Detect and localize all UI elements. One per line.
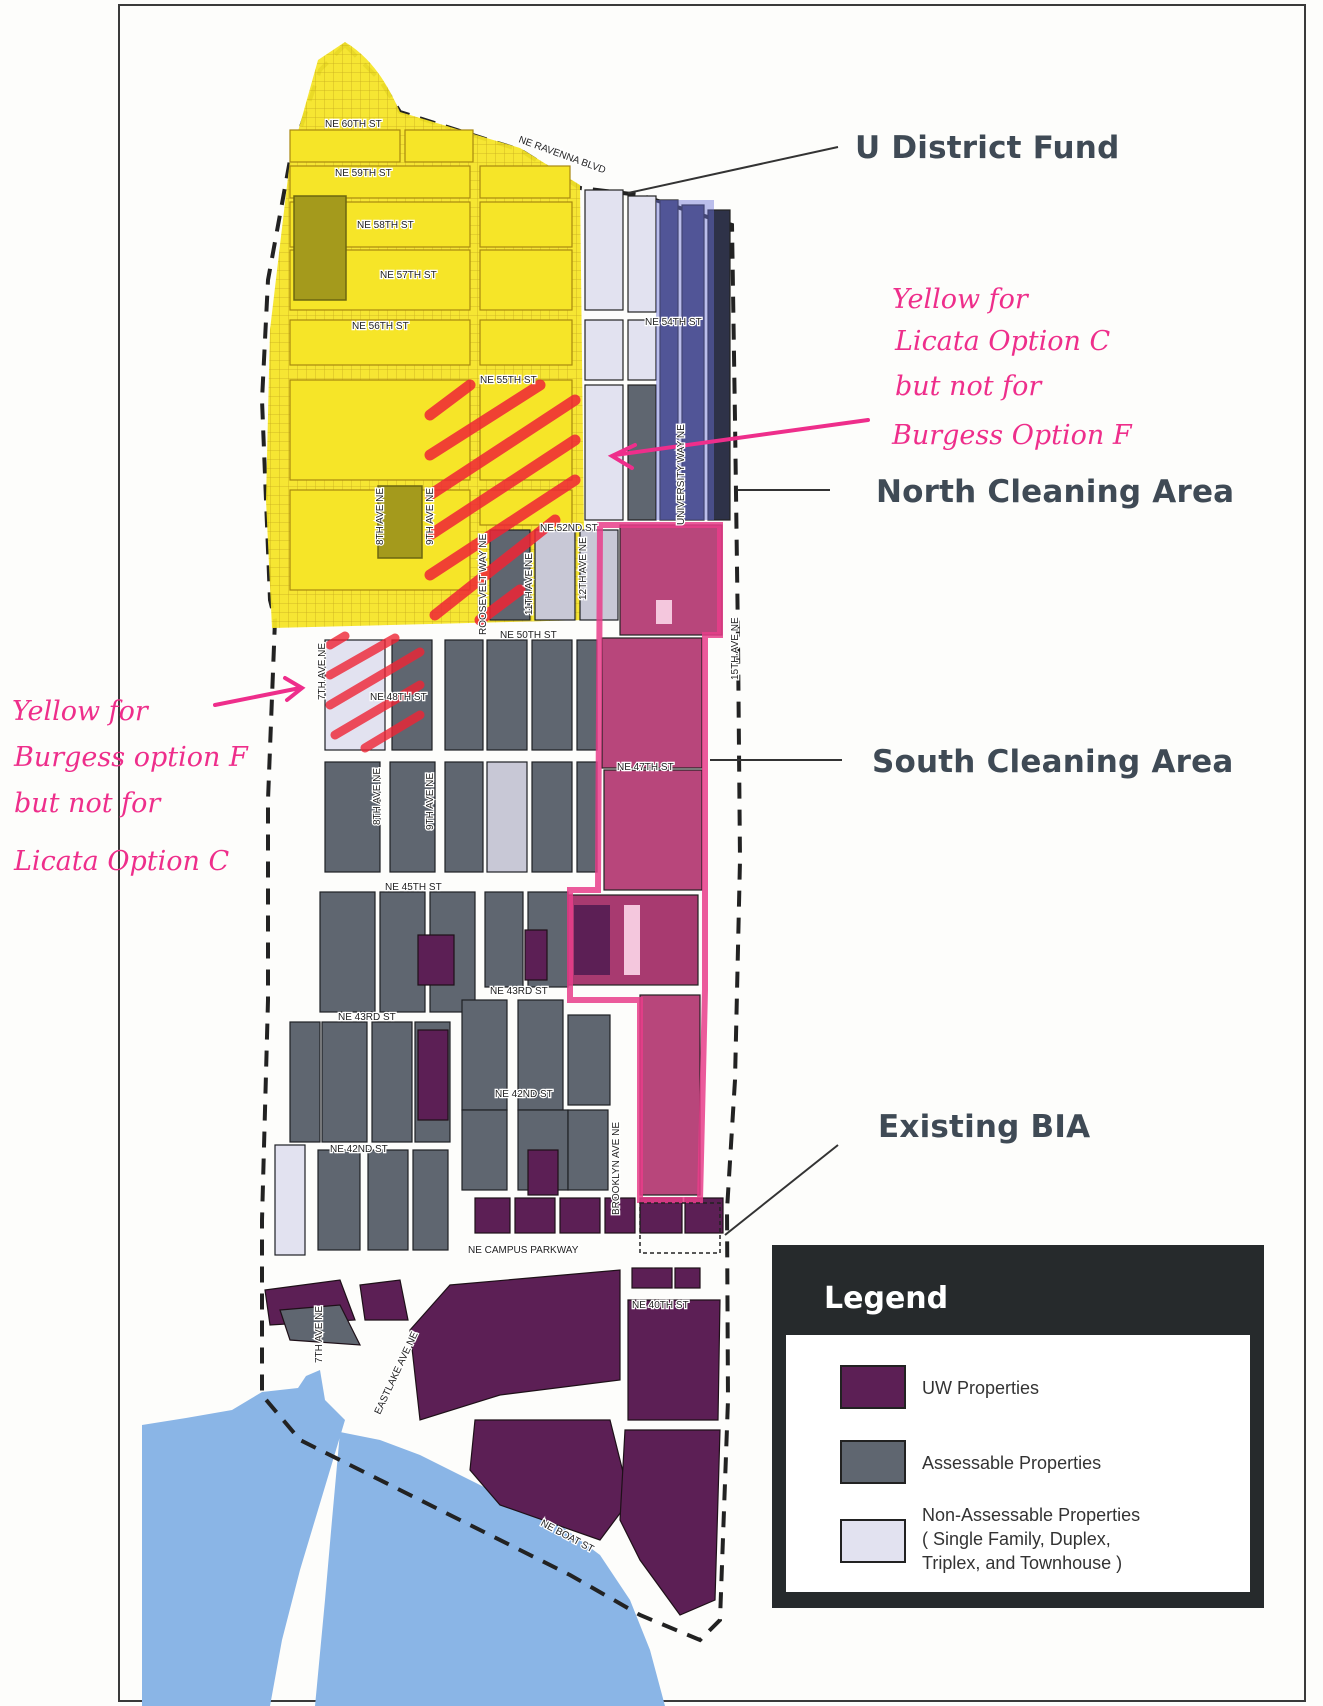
existing-bia-box — [639, 1202, 721, 1254]
street-7th-ave-north: 7TH AVE NE — [317, 643, 328, 700]
street-9th-ave-north: 9TH AVE NE — [425, 488, 436, 545]
assessable-blocks — [274, 529, 619, 1256]
map-page-frame — [118, 4, 1306, 1702]
street-ne-42nd-east: NE 42ND ST — [495, 1089, 553, 1100]
callout-north-cleaning-area: North Cleaning Area — [876, 474, 1234, 510]
street-campus-parkway: NE CAMPUS PARKWAY — [468, 1245, 579, 1256]
street-ne-47th: NE 47TH ST — [617, 762, 674, 773]
street-ne-57th: NE 57TH ST — [380, 270, 437, 281]
annotation-arrows — [213, 418, 870, 707]
licata-line-4: Burgess Option F — [891, 420, 1133, 451]
street-ne-54th: NE 54TH ST — [645, 317, 702, 328]
street-8th-ave-south: 8TH AVE NE — [372, 768, 383, 825]
licata-hatch — [424, 379, 581, 626]
street-11th-ave: 11TH AVE NE — [524, 553, 535, 615]
legend-label-non-assessable: Non-Assessable Properties — [922, 1505, 1141, 1525]
street-ne-42nd-west: NE 42ND ST — [330, 1144, 388, 1155]
street-ne-55th: NE 55TH ST — [480, 375, 537, 386]
school-lot — [293, 195, 347, 301]
legend-label-uw: UW Properties — [922, 1378, 1040, 1398]
legend-panel: Legend UW Properties Assessable Properti… — [772, 1245, 1264, 1608]
street-ne-56th: NE 56TH ST — [352, 321, 409, 332]
callout-existing-bia: Existing BIA — [878, 1109, 1090, 1145]
street-ne-60th: NE 60TH ST — [325, 119, 382, 130]
legend-body: UW Properties Assessable Properties Non-… — [786, 1335, 1250, 1592]
legend-label-non-assessable-3: Triplex, and Townhouse ) — [922, 1553, 1123, 1573]
licata-line-2: Licata Option C — [894, 326, 1110, 357]
burgess-line-4: Licata Option C — [13, 846, 229, 877]
street-roosevelt: ROOSEVELT WAY NE — [478, 534, 489, 635]
street-brooklyn: BROOKLYN AVE NE — [611, 1122, 622, 1215]
callout-u-district-fund: U District Fund — [855, 130, 1119, 166]
north-cleaning-area — [656, 200, 714, 520]
street-9th-ave-south: 9TH AVE NE — [425, 773, 436, 830]
street-eastlake: EASTLAKE AVE NE — [373, 1330, 421, 1416]
street-15th-ave: 15TH AVE NE — [730, 617, 741, 680]
legend-label-non-assessable-2: ( Single Family, Duplex, — [922, 1529, 1111, 1549]
lake-union-water — [142, 1370, 665, 1706]
non-assessable-swatch — [840, 1519, 906, 1563]
uw-properties — [264, 929, 724, 1616]
burgess-line-1: Yellow for — [12, 696, 150, 727]
street-ne-58th: NE 58TH ST — [357, 220, 414, 231]
licata-line-1: Yellow for — [892, 284, 1030, 315]
park-lot — [377, 485, 423, 559]
street-ne-43rd-east: NE 43RD ST — [490, 986, 548, 997]
south-cleaning-area — [567, 522, 723, 1203]
bia-boundary — [259, 42, 743, 1643]
uw-swatch — [840, 1365, 906, 1409]
burgess-hatch — [325, 631, 425, 753]
licata-annotation: Yellow for Licata Option C but not for B… — [891, 284, 1133, 451]
street-ne-59th: NE 59TH ST — [335, 168, 392, 179]
street-7th-ave-south: 7TH AVE NE — [314, 1306, 325, 1363]
north-blocks — [584, 189, 731, 521]
street-ne-40th: NE 40TH ST — [632, 1300, 689, 1311]
burgess-annotation: Yellow for Burgess option F but not for … — [12, 696, 249, 877]
street-ne-48th: NE 48TH ST — [370, 692, 427, 703]
burgess-line-3: but not for — [14, 788, 162, 819]
street-ne-45th: NE 45TH ST — [385, 882, 442, 893]
street-ne-50th: NE 50TH ST — [500, 630, 557, 641]
street-ne-52nd: NE 52ND ST — [540, 523, 598, 534]
street-12th-ave: 12TH AVE NE — [578, 537, 589, 600]
legend-title: Legend — [824, 1281, 949, 1316]
legend-label-assessable: Assessable Properties — [922, 1453, 1102, 1473]
licata-line-3: but not for — [895, 371, 1043, 402]
street-8th-ave-north: 8TH AVE NE — [375, 488, 386, 545]
street-ne-43rd-west: NE 43RD ST — [338, 1012, 396, 1023]
callout-south-cleaning-area: South Cleaning Area — [872, 744, 1233, 780]
street-university-way: UNIVERSITY WAY NE — [676, 424, 687, 525]
assessable-swatch — [840, 1440, 906, 1484]
callout-leaders — [627, 146, 842, 1236]
burgess-line-2: Burgess option F — [13, 742, 249, 773]
